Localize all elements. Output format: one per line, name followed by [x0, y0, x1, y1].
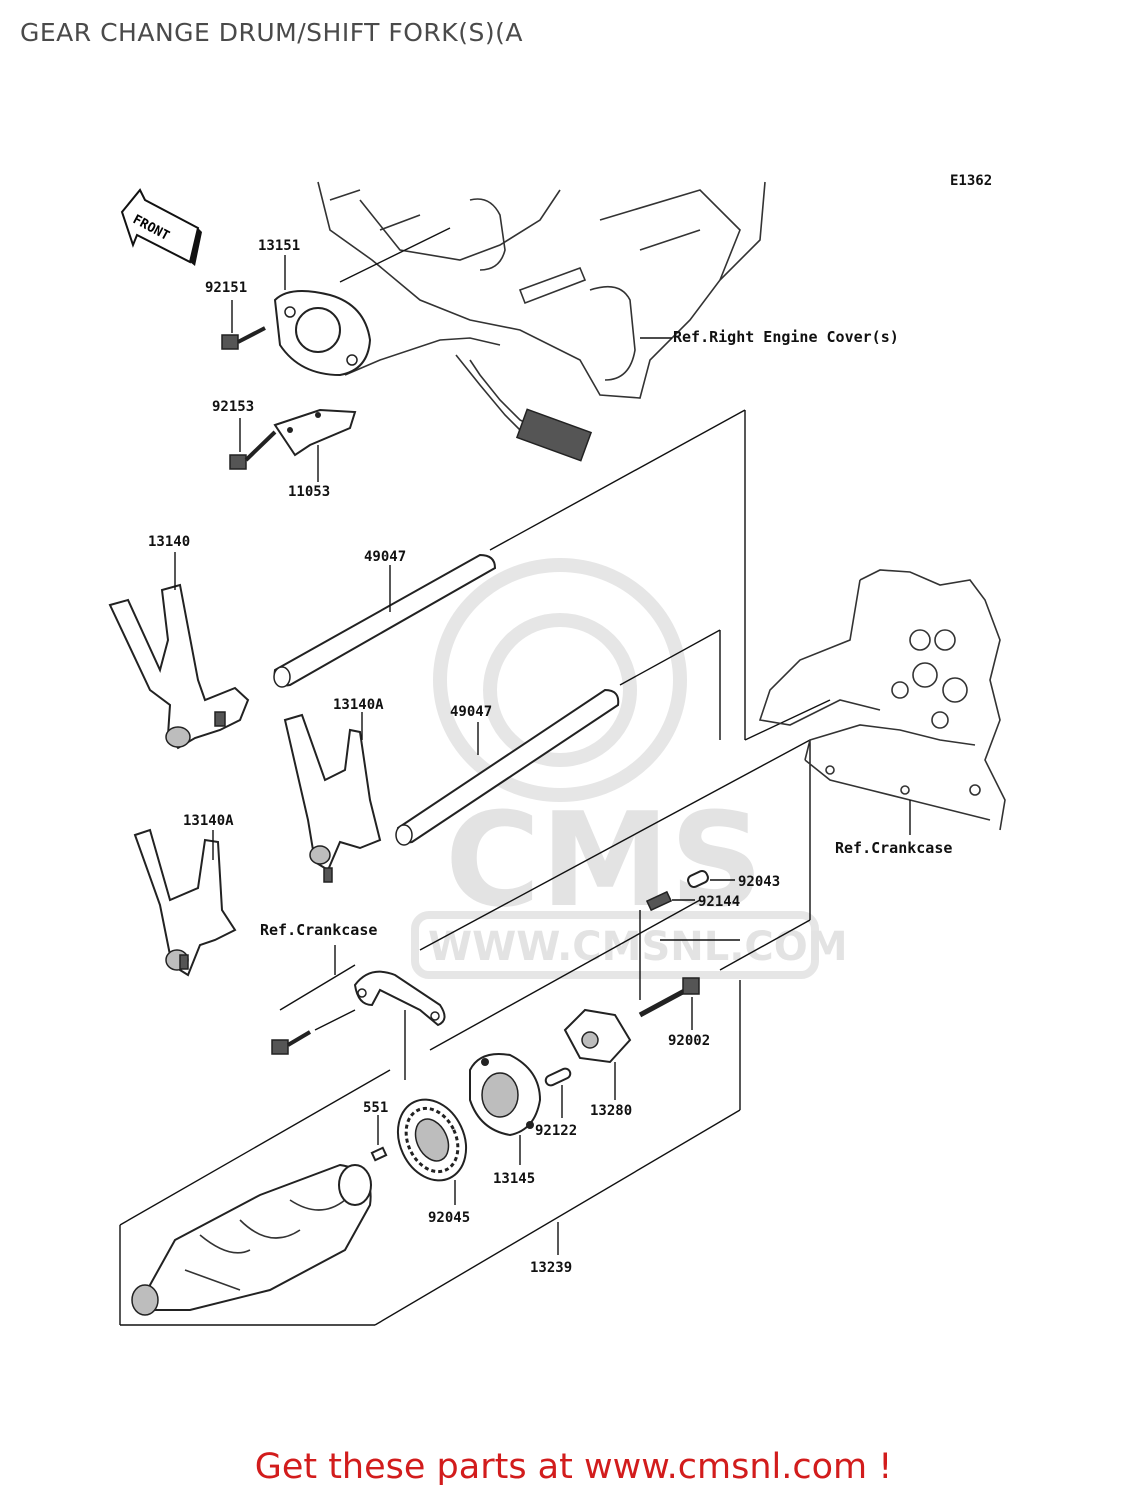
- part-13140A-fork-1: [283, 713, 382, 883]
- assembly-lines: [119, 409, 831, 1326]
- label-13140A-1: 13140A: [333, 697, 384, 713]
- label-92045: 92045: [428, 1210, 470, 1226]
- part-49047-rod-b: [395, 688, 620, 846]
- part-92043-pin: [687, 869, 709, 889]
- bearing-holder-plate: [353, 970, 446, 1027]
- label-92151: 92151: [205, 280, 247, 296]
- crankcase-right-illustration: [758, 569, 1006, 831]
- page-title: GEAR CHANGE DRUM/SHIFT FORK(S)(A: [20, 18, 523, 47]
- part-13145-holder: [469, 1053, 542, 1137]
- label-13145: 13145: [493, 1171, 535, 1187]
- part-551-pin: [370, 1146, 388, 1162]
- footer-cta[interactable]: Get these parts at www.cmsnl.com !: [254, 1447, 893, 1487]
- label-49047-a: 49047: [364, 549, 406, 565]
- label-92043: 92043: [738, 874, 780, 890]
- part-13140A-fork-2: [133, 828, 237, 977]
- label-551: 551: [363, 1100, 388, 1116]
- right-engine-cover-illustration: [317, 181, 766, 462]
- holder-bolt: [271, 1030, 312, 1055]
- cms-watermark: CMS WWW.CMSNL.COM: [411, 558, 848, 979]
- label-13151: 13151: [258, 238, 300, 254]
- label-13280: 13280: [590, 1103, 632, 1119]
- part-13151-cover: [273, 290, 372, 377]
- label-13140: 13140: [148, 534, 190, 550]
- ref-crankcase-left: Ref.Crankcase: [260, 921, 377, 939]
- label-13239: 13239: [530, 1260, 572, 1276]
- part-13140-fork: [108, 583, 250, 750]
- label-92153: 92153: [212, 399, 254, 415]
- watermark-url: WWW.CMSNL.COM: [428, 924, 848, 970]
- part-13239-shift-drum: [131, 1163, 372, 1316]
- part-92153-bolt: [229, 430, 277, 470]
- ref-crankcase-right: Ref.Crankcase: [835, 839, 952, 857]
- label-92002: 92002: [668, 1033, 710, 1049]
- part-92151-bolt: [221, 326, 266, 350]
- label-92122: 92122: [535, 1123, 577, 1139]
- watermark-brand: CMS: [445, 784, 763, 936]
- diagram-code: E1362: [950, 173, 992, 189]
- label-92144: 92144: [698, 894, 740, 910]
- part-13280-hex-cam: [563, 1008, 632, 1064]
- part-92122-pin: [544, 1067, 572, 1087]
- label-11053: 11053: [288, 484, 330, 500]
- label-13140A-2: 13140A: [183, 813, 234, 829]
- label-49047-b: 49047: [450, 704, 492, 720]
- part-92045-bearing: [396, 1098, 468, 1182]
- part-49047-rod-a: [273, 553, 497, 688]
- part-92144-spring: [645, 890, 673, 912]
- front-arrow-icon: FRONT: [120, 188, 202, 266]
- part-11053-bracket: [273, 408, 357, 457]
- part-92002-bolt: [638, 977, 700, 1018]
- ref-right-engine-cover: Ref.Right Engine Cover(s): [673, 328, 899, 346]
